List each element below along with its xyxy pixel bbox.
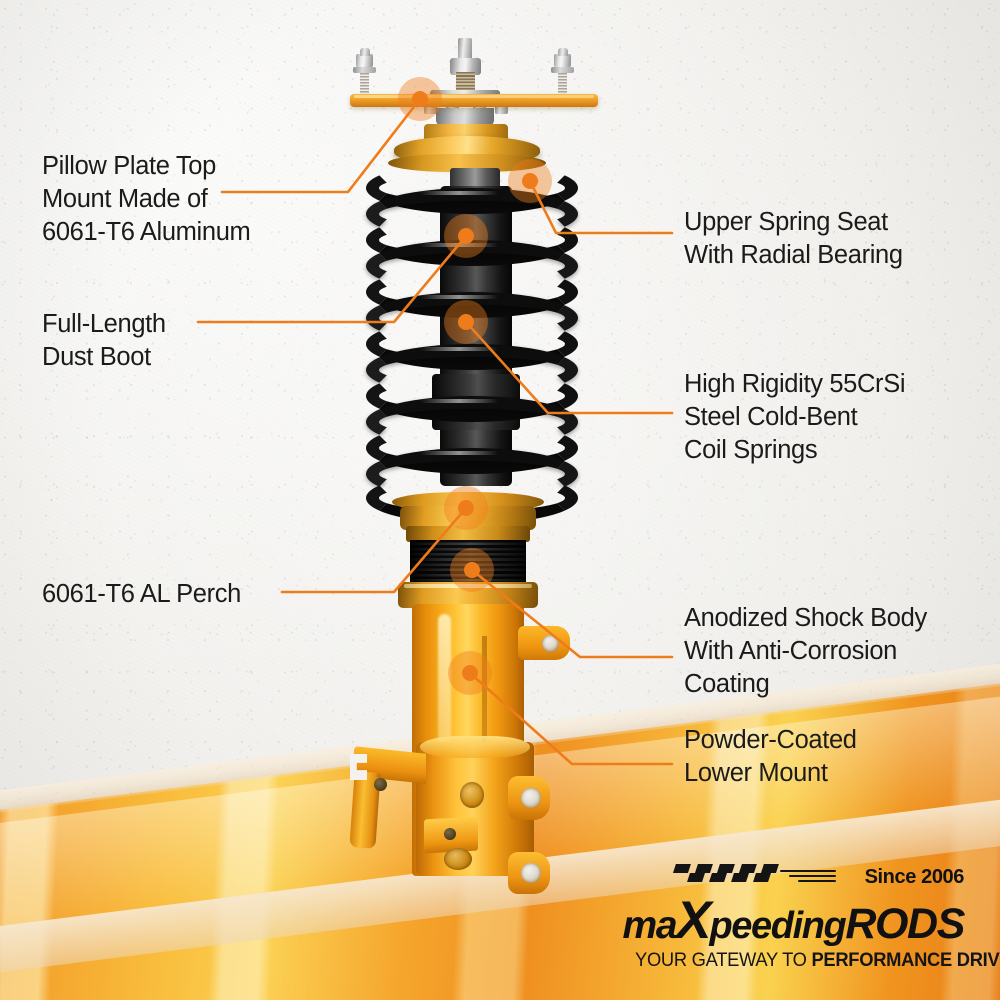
logo-tagline: YOUR GATEWAY TO PERFORMANCE DRIVING [635,949,1000,972]
lower-mount-right-eye-lower [508,852,550,894]
bolt-washer [353,67,376,73]
center-nut [450,58,481,75]
callout-dot-coil-springs[interactable] [458,314,474,330]
callout-dot-anodized-shock-body[interactable] [464,562,480,578]
logo-x: X [676,890,711,950]
callout-label-powder-coated-lower-mount: Powder-Coated Lower Mount [684,726,857,788]
callout-dot-upper-spring-seat[interactable] [522,173,538,189]
callout-label-full-length-dust-boot: Full-Length Dust Boot [42,310,166,372]
top-mount-bolt-left [353,48,376,99]
speed-lines-icon [780,869,836,888]
callout-label-pillow-plate-top-mount: Pillow Plate Top Mount Made of 6061-T6 A… [42,152,251,247]
tagline-bold: PERFORMANCE DRIVING [811,949,1000,971]
coil-spring [366,162,578,524]
logo-peeding: peeding [709,904,846,947]
bracket-hole [521,863,541,883]
center-threaded-rod [456,72,475,94]
center-stud [458,38,472,60]
callout-dot-al-perch[interactable] [458,500,474,516]
lower-mount-clip-bolt [444,828,456,840]
bolt-washer [551,67,574,73]
callout-label-anodized-shock-body: Anodized Shock Body With Anti-Corrosion … [684,604,927,699]
logo-top-row: Since 2006 [614,863,965,898]
lower-mount-hole-upper [460,782,484,808]
callout-label-coil-springs: High Rigidity 55CrSi Steel Cold-Bent Coi… [684,370,906,465]
logo-ma: ma [622,903,678,947]
callout-label-upper-spring-seat: Upper Spring Seat With Radial Bearing [684,208,903,270]
bolt-head [356,54,373,67]
bolt-threaded-shank [360,73,369,99]
top-mount-bolt-right [551,48,574,99]
tagline-prefix: YOUR GATEWAY TO [635,949,812,971]
callout-dot-full-length-dust-boot[interactable] [458,228,474,244]
lower-mount-left-bolt [374,778,387,791]
coilover-product-image [332,36,612,894]
logo-wordmark: maXpeedingRODS [614,894,966,948]
pillow-ball-hub-lower [436,108,494,126]
pillow-plate-top-mount [350,94,598,107]
bracket-hole [542,635,559,652]
bolt-tip-icon [359,48,370,56]
brand-logo[interactable]: Since 2006 maXpeedingRODS YOUR GATEWAY T… [614,863,1000,972]
logo-since-text: Since 2006 [864,865,965,888]
callout-label-al-perch: 6061-T6 AL Perch [42,580,241,608]
lower-mount-weld-seam [420,736,530,758]
lower-mount-right-eye-upper [508,776,550,820]
bolt-threaded-shank [558,73,567,99]
bolt-tip-icon [557,48,568,56]
callout-dot-pillow-plate-top-mount[interactable] [412,91,428,107]
bracket-hole [521,788,541,808]
lower-mount-hole-lower [444,848,472,870]
checkered-flag-icon [668,863,780,888]
bolt-head [554,54,571,67]
callout-dot-powder-coated-lower-mount[interactable] [462,665,478,681]
logo-rods: RODS [845,899,965,948]
upper-bracket-tab [518,626,570,660]
